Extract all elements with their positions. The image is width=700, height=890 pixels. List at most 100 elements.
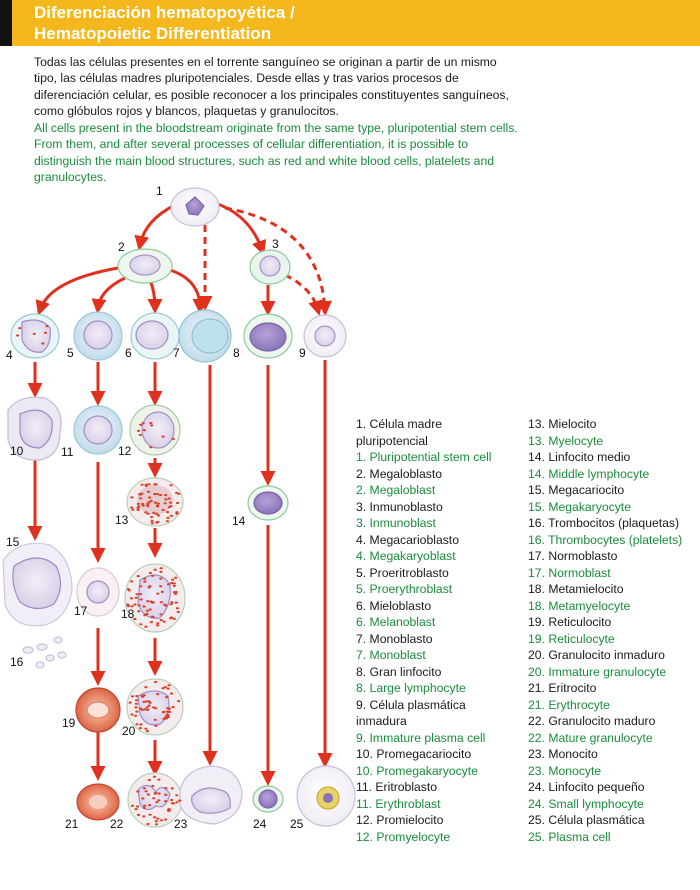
legend-en: 25. Plasma cell (528, 829, 611, 844)
granule (136, 508, 140, 511)
granule (154, 820, 158, 823)
arrow-1-to-2 (134, 203, 176, 251)
granule (167, 684, 171, 687)
granule (134, 808, 138, 811)
label-8: 8 (233, 346, 240, 360)
granule (148, 585, 152, 588)
granule (135, 695, 139, 698)
granule (161, 687, 165, 690)
granule (164, 793, 168, 797)
granule (153, 483, 157, 486)
granule (139, 623, 143, 626)
legend-es: 12. Promielocito (356, 813, 444, 827)
granule (164, 494, 168, 497)
granule (166, 714, 170, 717)
granule (146, 822, 150, 826)
granule (136, 575, 140, 578)
label-20: 20 (122, 724, 136, 738)
legend-en: 3. Inmunoblast (356, 516, 436, 530)
granule (139, 598, 143, 601)
legend-en: 18. Metamyelocyte (528, 598, 631, 613)
granule (175, 794, 179, 797)
cell-10-promegakaryocyte (7, 396, 62, 461)
granule (141, 502, 145, 506)
label-23: 23 (174, 817, 188, 831)
cell-14-middle-lymphocyte (247, 485, 289, 521)
granule (138, 727, 142, 730)
intro-en-line: From them, and after several processes o… (34, 137, 468, 152)
granule (130, 695, 135, 698)
granule (156, 502, 160, 505)
label-18: 18 (121, 607, 135, 621)
granule (130, 506, 134, 509)
granule (156, 624, 160, 627)
granule (137, 610, 141, 613)
granule (139, 723, 143, 726)
granule (169, 603, 173, 606)
label-2: 2 (118, 240, 125, 254)
granule (159, 819, 163, 822)
granule (158, 493, 163, 497)
granule (142, 806, 146, 810)
legend-es: 23. Monocito (528, 747, 598, 761)
intro-en-line: distinguish the main blood structures, s… (34, 153, 495, 168)
granule (18, 327, 22, 330)
label-5: 5 (67, 346, 74, 360)
granule (134, 714, 138, 717)
granule (130, 580, 134, 583)
granule (145, 700, 149, 703)
granule (166, 687, 170, 690)
legend-es: 5. Proeritroblasto (356, 565, 449, 580)
intro-es-line: como glóbulos rojos y blancos, plaquetas… (34, 104, 339, 119)
legend-es: inmadura (356, 714, 407, 728)
cell-6-myeloblast (130, 312, 180, 360)
granule (130, 804, 135, 807)
granule (169, 616, 173, 620)
granule (141, 422, 145, 425)
granule (136, 502, 140, 505)
granule (137, 429, 141, 432)
granule (126, 588, 130, 591)
intro-es-line: diferenciación celular, es posible recon… (34, 87, 509, 102)
label-24: 24 (253, 817, 267, 831)
legend-en: 10. Promegakaryocyte (356, 763, 478, 778)
granule (149, 421, 153, 425)
granule (147, 483, 151, 486)
granule (163, 502, 167, 505)
granule (129, 597, 134, 600)
header-accent-bar (0, 0, 12, 46)
granule (150, 516, 154, 519)
granule (165, 710, 169, 713)
granule (149, 446, 153, 449)
granule (160, 590, 164, 594)
cell-9-immature-plasma-cell (303, 314, 347, 358)
legend-es: 21. Eritrocito (528, 681, 597, 695)
granule (159, 570, 163, 574)
granule (141, 797, 145, 800)
legend-en: 8. Large lymphocyte (356, 681, 466, 695)
cells (2, 187, 356, 828)
label-4: 4 (6, 348, 13, 362)
granule (134, 596, 138, 599)
granule (149, 621, 154, 624)
granule (153, 492, 157, 496)
granule (140, 694, 144, 697)
granule (169, 501, 173, 504)
granule (126, 603, 130, 606)
granule (144, 727, 148, 730)
granule (165, 520, 169, 523)
granule (148, 813, 152, 816)
label-19: 19 (62, 716, 76, 730)
granule (159, 567, 163, 570)
granule (171, 705, 175, 709)
granule (140, 708, 144, 712)
granule (143, 708, 147, 711)
label-1: 1 (156, 184, 163, 198)
granule (138, 433, 142, 437)
legend-en: 2. Megaloblast (356, 483, 436, 497)
granule (142, 815, 146, 818)
title-spanish: Diferenciación hematopoyética / (34, 3, 295, 22)
granule (155, 504, 160, 507)
granule (161, 435, 165, 438)
